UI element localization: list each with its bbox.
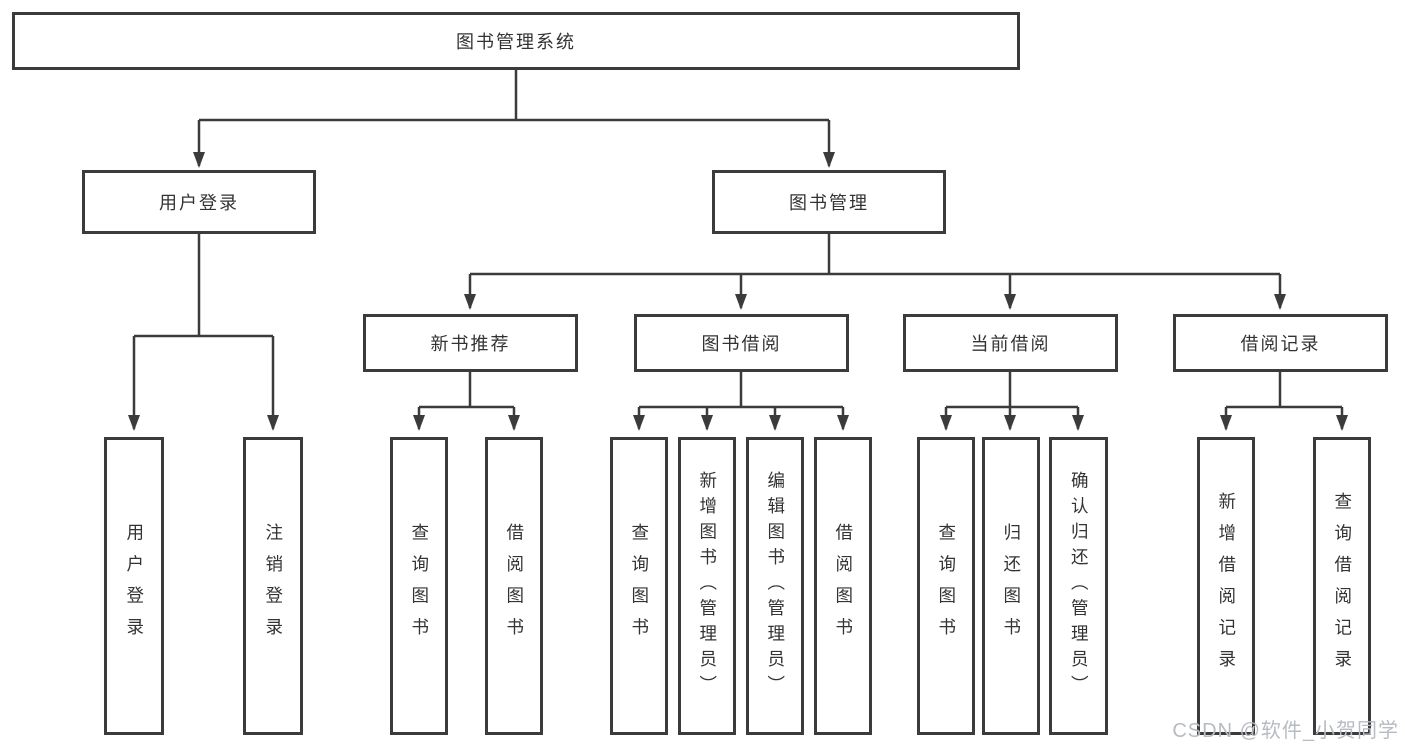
- leaf-confirm-return-admin: 确认归还（管理员）: [1049, 437, 1108, 735]
- leaf-query-book-recommend: 查询图书: [390, 437, 448, 735]
- leaf-add-borrow-record: 新增借阅记录: [1197, 437, 1255, 735]
- leaf-add-book-admin: 新增图书（管理员）: [678, 437, 736, 735]
- leaf-return-book-label: 归还图书: [1001, 523, 1022, 649]
- leaf-edit-book-admin-label: 编辑图书（管理员）: [765, 471, 786, 701]
- leaf-confirm-return-admin-label: 确认归还（管理员）: [1069, 471, 1090, 701]
- csdn-watermark: CSDN @软件_小贺同学: [1172, 720, 1399, 742]
- node-book-borrow: 图书借阅: [634, 314, 849, 372]
- node-new-book-recommend: 新书推荐: [363, 314, 578, 372]
- node-user-login-label: 用户登录: [159, 193, 239, 213]
- leaf-query-borrow-record: 查询借阅记录: [1313, 437, 1371, 735]
- node-borrow-records-label: 借阅记录: [1240, 334, 1321, 354]
- node-book-management: 图书管理: [712, 170, 946, 234]
- leaf-query-book-borrow-label: 查询图书: [629, 523, 650, 649]
- node-new-book-recommend-label: 新书推荐: [430, 334, 511, 354]
- leaf-query-current-borrow: 查询图书: [917, 437, 975, 735]
- leaf-add-book-admin-label: 新增图书（管理员）: [697, 471, 718, 701]
- leaf-query-current-borrow-label: 查询图书: [936, 523, 957, 649]
- node-book-management-label: 图书管理: [789, 193, 869, 213]
- leaf-borrow-book-recommend-label: 借阅图书: [504, 523, 525, 649]
- leaf-logout: 注销登录: [243, 437, 303, 735]
- node-root: 图书管理系统: [12, 12, 1020, 70]
- leaf-return-book: 归还图书: [982, 437, 1040, 735]
- leaf-add-borrow-record-label: 新增借阅记录: [1216, 491, 1237, 681]
- leaf-borrow-book: 借阅图书: [814, 437, 872, 735]
- node-current-borrow: 当前借阅: [903, 314, 1118, 372]
- leaf-logout-label: 注销登录: [263, 523, 284, 649]
- node-current-borrow-label: 当前借阅: [970, 334, 1051, 354]
- node-root-label: 图书管理系统: [456, 32, 576, 52]
- node-book-borrow-label: 图书借阅: [701, 334, 782, 354]
- leaf-borrow-book-recommend: 借阅图书: [485, 437, 543, 735]
- leaf-edit-book-admin: 编辑图书（管理员）: [746, 437, 804, 735]
- leaf-user-login-label: 用户登录: [124, 523, 145, 649]
- node-borrow-records: 借阅记录: [1173, 314, 1388, 372]
- leaf-query-book-recommend-label: 查询图书: [409, 523, 430, 649]
- leaf-query-book-borrow: 查询图书: [610, 437, 668, 735]
- leaf-borrow-book-label: 借阅图书: [833, 523, 854, 649]
- node-user-login: 用户登录: [82, 170, 316, 234]
- leaf-user-login: 用户登录: [104, 437, 164, 735]
- leaf-query-borrow-record-label: 查询借阅记录: [1332, 491, 1353, 681]
